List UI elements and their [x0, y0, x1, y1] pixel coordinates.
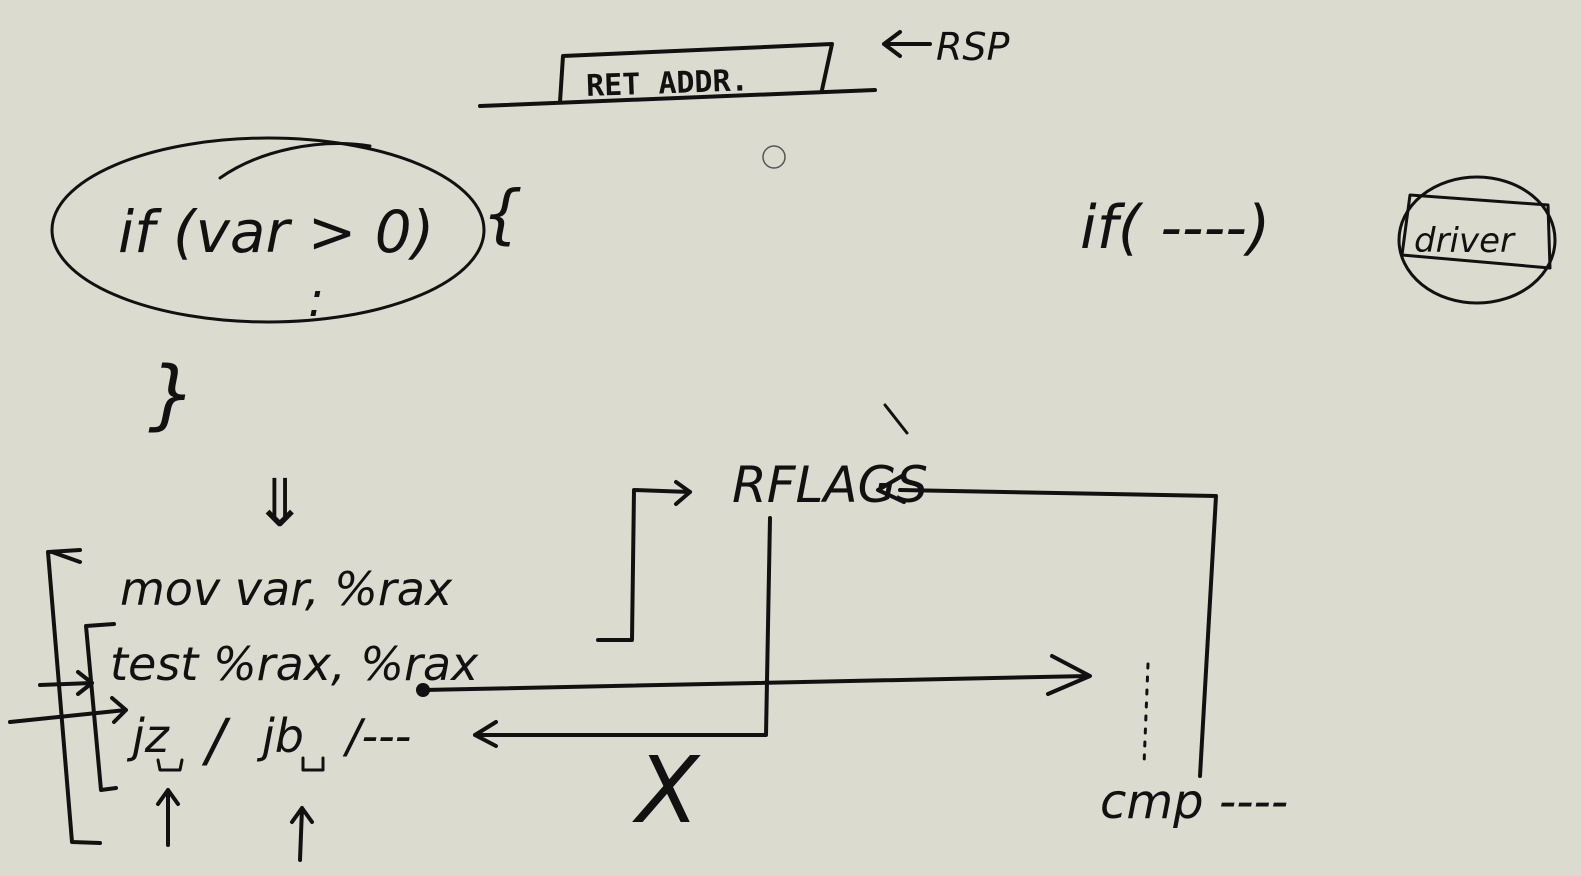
- compile-arrow-icon: ⇓: [252, 465, 307, 542]
- asm-jb: jb: [256, 709, 304, 763]
- driver-label: driver: [1414, 221, 1516, 261]
- stray-mark: [883, 403, 909, 435]
- if-condition-ellipse: [50, 136, 486, 324]
- test-entry-arrow-icon: [38, 670, 94, 696]
- pointer-cursor-icon: [762, 145, 786, 169]
- rsp-label: RSP: [936, 25, 1010, 69]
- test-to-rflags-arrow: [596, 480, 692, 642]
- open-brace: {: [482, 178, 523, 252]
- rflags-block: RFLAGS: [416, 456, 1218, 778]
- outer-bracket: [46, 548, 102, 845]
- jz-entry-arrow-icon: [8, 696, 128, 724]
- inner-bracket: [84, 622, 118, 792]
- cmp-dotted-line: [1142, 662, 1150, 767]
- jcc-to-cmp-arrow: [421, 654, 1092, 696]
- stack-base-line: [478, 88, 877, 108]
- if-dots-text: if( ----): [1080, 193, 1270, 263]
- close-brace: }: [148, 349, 196, 438]
- asm-line-mov: mov var, %rax: [120, 562, 453, 616]
- body-ellipsis: :: [308, 272, 324, 328]
- cross-mark: X: [632, 737, 701, 844]
- jz-up-arrow-icon: [156, 788, 180, 847]
- jb-underline: [301, 756, 325, 772]
- driver-box: [1400, 193, 1552, 270]
- asm-jz: jz: [126, 709, 170, 763]
- asm-sep-1: /: [201, 706, 231, 774]
- rflags-label: RFLAGS: [732, 456, 928, 514]
- jz-underline: [156, 758, 184, 772]
- rsp-arrow-icon: [882, 30, 932, 58]
- asm-line-test: test %rax, %rax: [110, 637, 479, 691]
- cmp-to-rflags-arrow: [876, 474, 1218, 778]
- driver-ellipse: [1397, 175, 1557, 305]
- ret-addr-box: [558, 42, 834, 104]
- stack-diagram: RET ADDR. RSP: [478, 25, 1010, 108]
- right-notes: if( ----) driver cmp ----: [1080, 175, 1557, 830]
- ret-addr-label: RET ADDR.: [586, 63, 750, 104]
- rflags-to-jcc-arrow: [473, 516, 772, 748]
- assembly-block: mov var, %rax test %rax, %rax jz / jb /-…: [8, 548, 479, 862]
- cmp-text: cmp ----: [1100, 774, 1288, 830]
- ellipse-overlap-stroke: [218, 142, 372, 180]
- if-condition-text: if (var > 0): [118, 198, 434, 266]
- if-statement-block: if (var > 0) { : } ⇓: [50, 136, 523, 542]
- asm-sep-2: /---: [342, 709, 411, 763]
- jb-up-arrow-icon: [290, 806, 314, 862]
